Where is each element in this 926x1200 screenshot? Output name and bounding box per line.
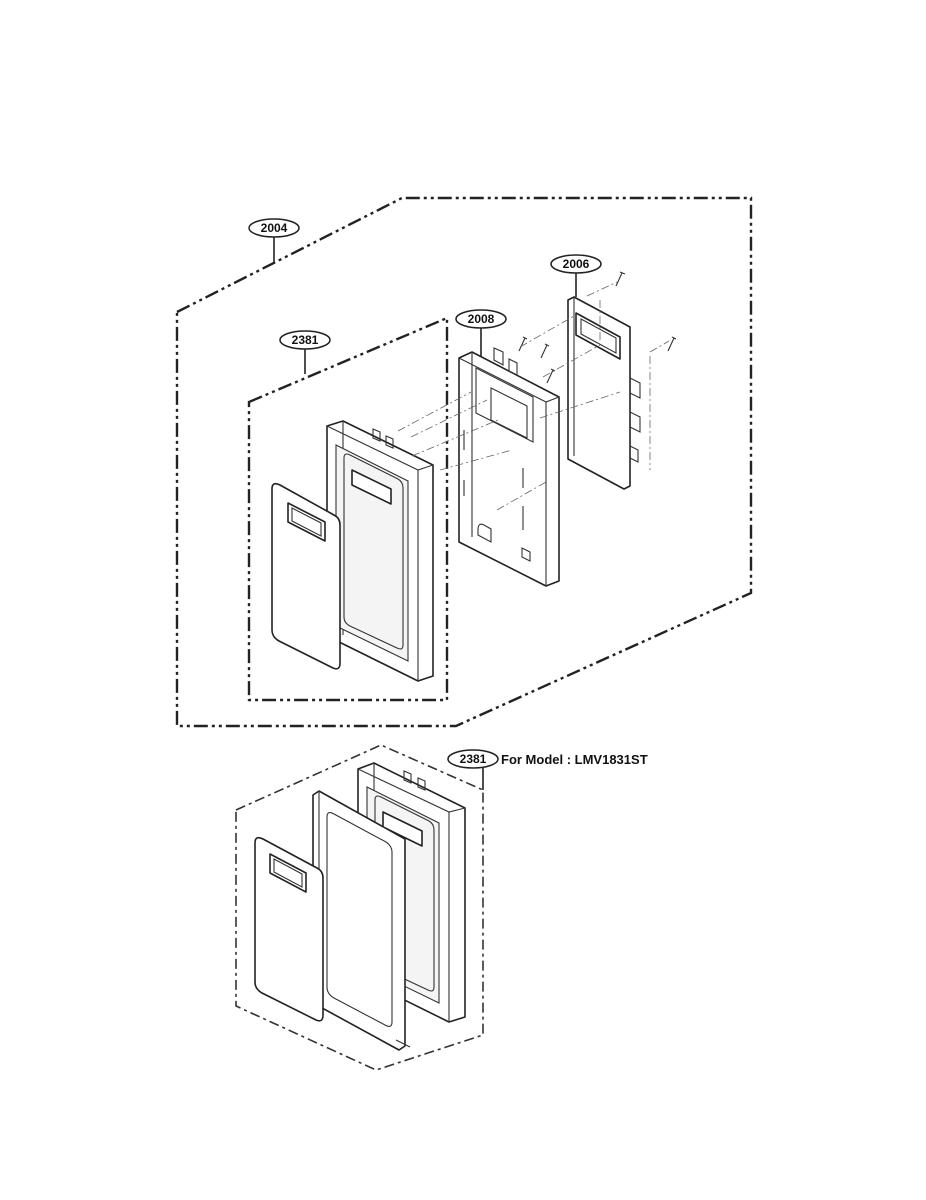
model-note: For Model : LMV1831ST — [501, 752, 648, 767]
control-frame-2008 — [458, 347, 560, 587]
callout-2381-lower[interactable]: 2381 — [447, 749, 499, 769]
callout-2004-label: 2004 — [261, 221, 288, 235]
lower-front-film-panel — [254, 836, 324, 1022]
assembly-2004-boundary — [175, 196, 753, 728]
callout-2006-label: 2006 — [563, 257, 590, 271]
screw-set-2008 — [518, 336, 556, 384]
callout-2006[interactable]: 2006 — [550, 254, 602, 274]
callout-2381-lower-label: 2381 — [460, 752, 487, 766]
callout-2004[interactable]: 2004 — [248, 218, 300, 238]
callout-2381-upper[interactable]: 2381 — [279, 330, 331, 350]
callout-2008-label: 2008 — [468, 312, 495, 326]
front-film-panel — [271, 482, 341, 670]
panel-assembly-2381-lower-boundary — [235, 744, 484, 1071]
screw-set-2006 — [615, 271, 677, 352]
callout-2008[interactable]: 2008 — [455, 309, 507, 329]
callout-2381-upper-label: 2381 — [292, 333, 319, 347]
control-panel-housing — [326, 420, 434, 682]
assembly-projection-lines — [397, 281, 670, 511]
display-pcb-2006 — [567, 296, 641, 490]
